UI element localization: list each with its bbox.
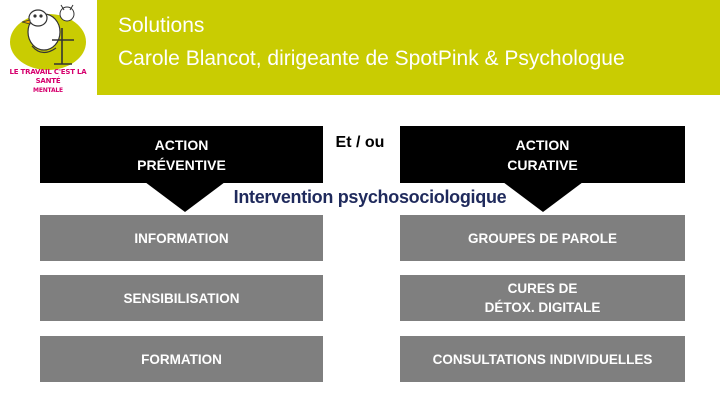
right-item-2-line1: CURES DE (507, 281, 578, 296)
slide-title: Solutions (118, 14, 205, 37)
logo-caption-line1: LE TRAVAIL C'EST LA SANTÉ (9, 68, 87, 85)
curative-action-line2: CURATIVE (507, 156, 578, 173)
preventive-action-box: ACTION PRÉVENTIVE (40, 126, 323, 183)
header-bar: LE TRAVAIL C'EST LA SANTÉ MENTALE Soluti… (0, 0, 720, 95)
curative-action-line1: ACTION (515, 136, 570, 153)
left-item-3: FORMATION (40, 336, 323, 382)
right-item-3-line1: CONSULTATIONS INDIVIDUELLES (432, 351, 653, 367)
intervention-banner: Intervention psychosociologique (233, 187, 507, 207)
left-item-1-label: INFORMATION (134, 230, 229, 246)
right-item-2-line2: DÉTOX. DIGITALE (484, 300, 601, 315)
curative-action-box: ACTION CURATIVE (400, 126, 685, 183)
preventive-action-line2: PRÉVENTIVE (137, 156, 226, 173)
logo-caption: LE TRAVAIL C'EST LA SANTÉ MENTALE (2, 68, 94, 95)
left-item-2-label: SENSIBILISATION (123, 290, 240, 306)
left-item-3-label: FORMATION (141, 351, 222, 367)
left-item-1: INFORMATION (40, 215, 323, 261)
preventive-action-line1: ACTION (154, 136, 209, 153)
right-item-3: CONSULTATIONS INDIVIDUELLES (400, 336, 685, 382)
right-item-1: GROUPES DE PAROLE (400, 215, 685, 261)
right-item-2: CURES DE DÉTOX. DIGITALE (400, 275, 685, 321)
logo-caption-line2: MENTALE (33, 87, 63, 94)
bird-mascot-icon (10, 4, 86, 70)
slide-subtitle: Carole Blancot, dirigeante de SpotPink &… (118, 47, 625, 70)
right-item-1-line1: GROUPES DE PAROLE (467, 230, 618, 246)
connector-label: Et / ou (335, 134, 385, 151)
left-item-2: SENSIBILISATION (40, 275, 323, 321)
logo: LE TRAVAIL C'EST LA SANTÉ MENTALE (0, 0, 97, 95)
left-down-arrow-icon (145, 182, 225, 212)
right-down-arrow-icon (503, 182, 583, 212)
